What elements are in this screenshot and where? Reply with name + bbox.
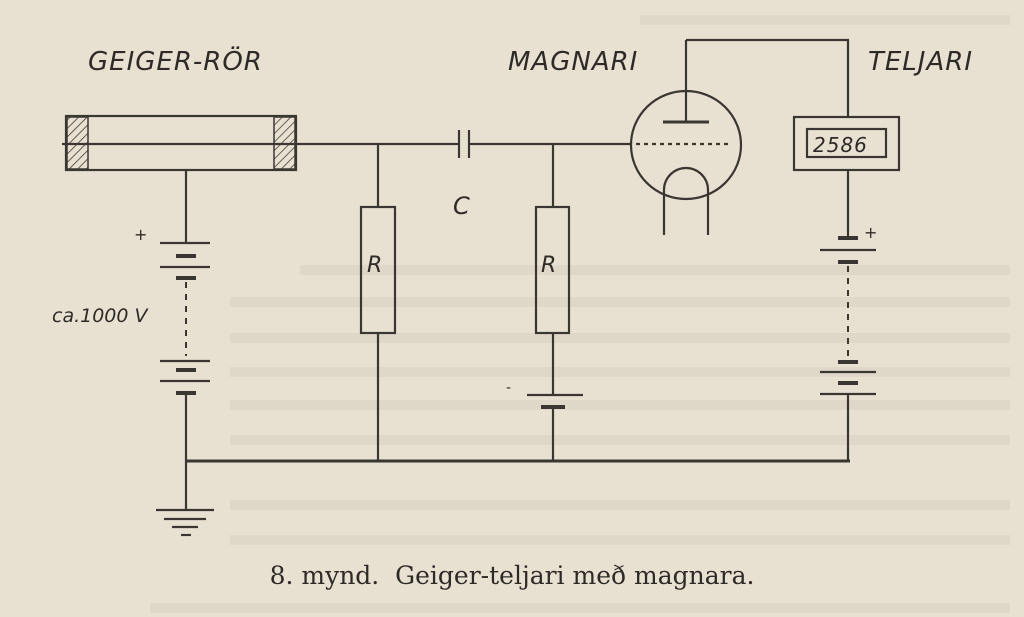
bias-minus-sign: - — [506, 380, 511, 396]
voltage-label: ca.1000 V — [52, 305, 150, 327]
bleed-through-text — [150, 15, 1010, 613]
resistor-2-label: R — [541, 253, 557, 278]
hv-battery-plus: + — [134, 225, 147, 244]
high-voltage-battery — [160, 241, 210, 395]
capacitor — [457, 130, 471, 158]
resistor-1-label: R — [367, 253, 383, 278]
geiger-tube-label: GEIGER-RÖR — [88, 45, 263, 77]
capacitor-label: C — [453, 192, 471, 220]
counter — [792, 115, 901, 172]
plate-wire — [686, 38, 850, 117]
counter-label: TELJARI — [868, 47, 973, 77]
ground-icon — [156, 508, 214, 537]
counter-battery-plus: + — [864, 223, 877, 242]
amplifier-label: MAGNARI — [508, 47, 638, 77]
counter-display: 2586 — [813, 133, 868, 157]
figure-caption: 8. mynd. Geiger-teljari með magnara. — [270, 561, 755, 590]
vacuum-tube — [629, 40, 743, 235]
